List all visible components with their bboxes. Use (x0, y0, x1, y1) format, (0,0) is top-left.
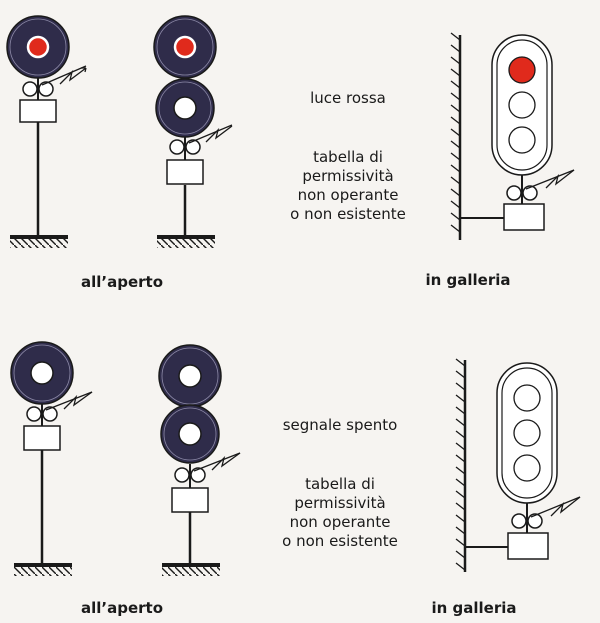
note-line-top-2: permissività (302, 167, 394, 185)
red-lamp-lit (26, 35, 50, 59)
lamp-off (508, 91, 536, 119)
lamp-off (173, 96, 197, 120)
lamp-off (508, 126, 536, 154)
outdoor-signal-double-off (158, 344, 241, 576)
lamp-off (178, 422, 202, 446)
lamp-off (30, 361, 54, 385)
note-line-bottom-3: non operante (289, 513, 391, 531)
tunnel-signal-red (450, 32, 575, 240)
note-line-bottom-4: o non esistente (282, 532, 398, 550)
caption-outdoor-top: all’aperto (80, 273, 164, 291)
lamp-off (513, 384, 541, 412)
lamp-off (178, 364, 202, 388)
state-label-top: luce rossa (310, 89, 386, 107)
red-lamp-lit (508, 56, 536, 84)
note-line-top-4: o non esistente (290, 205, 406, 223)
red-lamp-lit (173, 35, 197, 59)
note-line-top-1: tabella di (313, 148, 383, 166)
caption-tunnel-top: in galleria (425, 271, 511, 289)
outdoor-signal-double-red (153, 15, 233, 248)
outdoor-signal-single-red (6, 15, 87, 248)
state-label-bottom: segnale spento (282, 416, 398, 434)
note-line-bottom-1: tabella di (305, 475, 375, 493)
caption-tunnel-bottom: in galleria (431, 599, 517, 617)
caption-outdoor-bottom: all’aperto (80, 599, 164, 617)
note-line-bottom-2: permissività (294, 494, 386, 512)
lamp-off (513, 454, 541, 482)
note-line-top-3: non operante (297, 186, 399, 204)
tunnel-signal-off (455, 358, 581, 572)
outdoor-signal-single-off (10, 341, 93, 576)
lamp-off (513, 419, 541, 447)
